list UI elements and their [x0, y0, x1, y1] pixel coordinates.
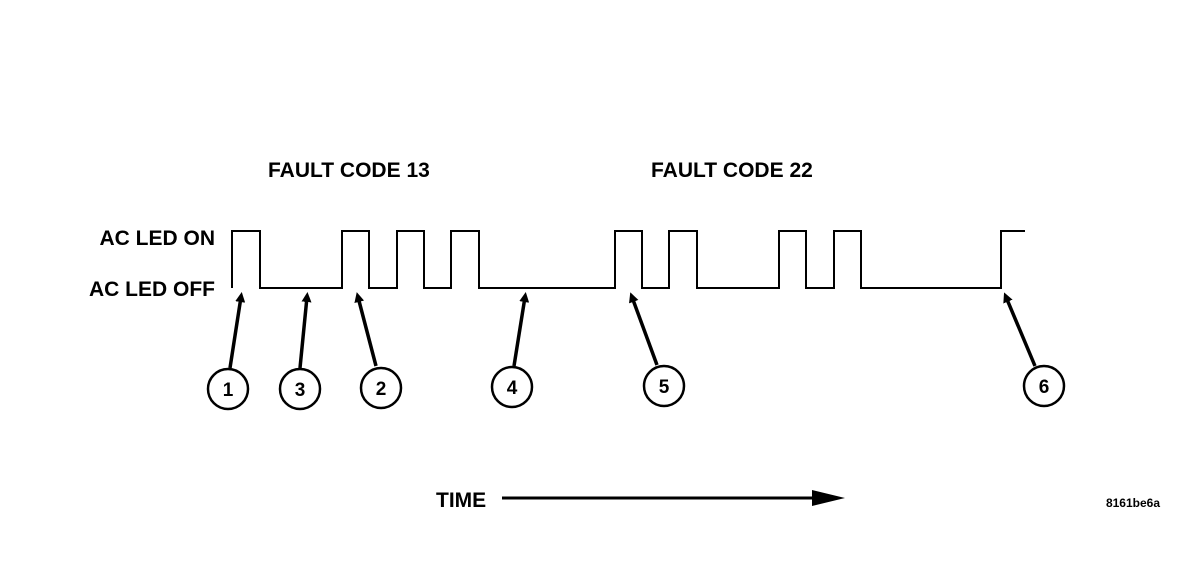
callout-6: 6 — [1022, 364, 1066, 408]
callout-3-label: 3 — [295, 380, 306, 401]
figure-reference-id: 8161be6a — [1106, 496, 1160, 510]
pointer-arrow-4 — [512, 292, 530, 367]
callout-4: 4 — [490, 365, 534, 409]
time-arrow-icon — [502, 490, 845, 506]
fault-code-13-title: FAULT CODE 13 — [268, 159, 430, 182]
callout-2-label: 2 — [376, 379, 387, 400]
callout-4-label: 4 — [507, 378, 518, 399]
pointer-arrow-2 — [354, 292, 378, 367]
pointer-arrow-3 — [298, 292, 312, 369]
callout-2: 2 — [359, 366, 403, 410]
pointer-arrow-6 — [1003, 292, 1037, 367]
callout-3: 3 — [278, 367, 322, 411]
led-signal-waveform — [231, 230, 1025, 289]
callout-5: 5 — [642, 364, 686, 408]
callout-5-label: 5 — [659, 377, 670, 398]
fault-code-22-title: FAULT CODE 22 — [651, 159, 813, 182]
pointer-arrow-5 — [629, 292, 659, 366]
callout-1-label: 1 — [223, 380, 234, 401]
pointer-arrows — [228, 292, 1037, 369]
callout-1: 1 — [206, 367, 250, 411]
led-on-level-label: AC LED ON — [100, 227, 216, 250]
callout-6-label: 6 — [1039, 377, 1050, 398]
pointer-arrow-1 — [228, 292, 246, 369]
led-off-level-label: AC LED OFF — [89, 278, 215, 301]
time-label: TIME — [436, 489, 486, 512]
